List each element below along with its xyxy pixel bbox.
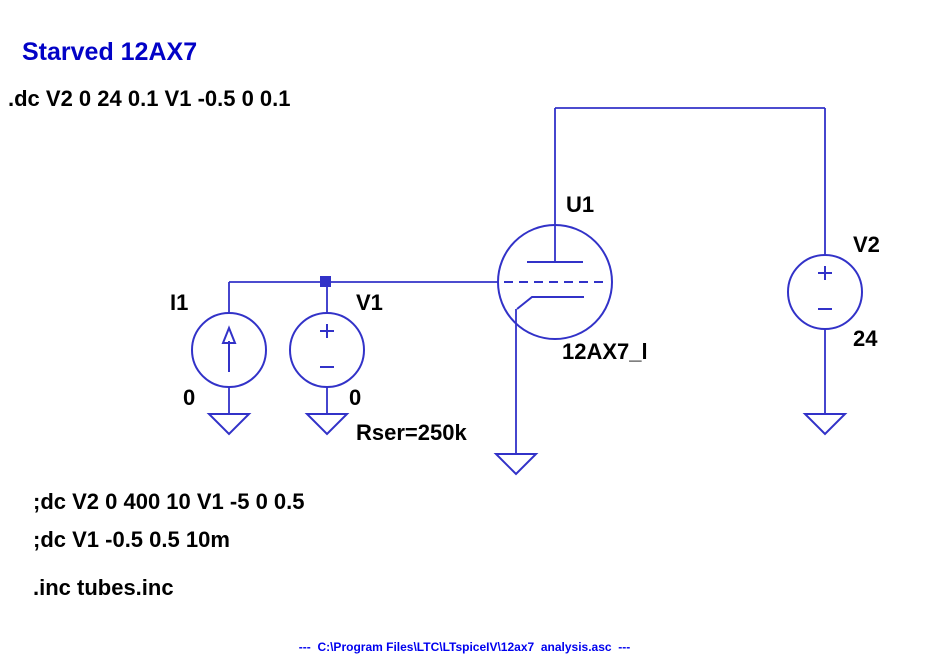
component-label-v1[interactable]: V1 [356,290,383,315]
component-model-u1[interactable]: 12AX7_l [562,339,648,364]
schematic-title[interactable]: Starved 12AX7 [22,38,198,66]
spice-comment-dc1[interactable]: ;dc V2 0 400 10 V1 -5 0 0.5 [33,489,305,514]
current-source-i1-symbol[interactable] [191,312,267,388]
spice-directive-dc[interactable]: .dc V2 0 24 0.1 V1 -0.5 0 0.1 [8,86,291,111]
voltage-source-v1-symbol[interactable] [289,312,365,388]
component-value-i1[interactable]: 0 [183,385,196,410]
component-rser-v1[interactable]: Rser=250k [356,420,467,445]
statusbar-file-path: --- C:\Program Files\LTC\LTspiceIV\12ax7… [298,640,631,654]
current-arrowhead-icon [221,325,237,344]
component-value-v1[interactable]: 0 [349,385,362,410]
ground-symbol[interactable] [206,413,252,436]
spice-directive-include[interactable]: .inc tubes.inc [33,575,174,600]
cathode-electrode [516,296,584,310]
component-value-v2[interactable]: 24 [853,326,878,351]
ground-symbol[interactable] [304,413,350,436]
voltage-source-v2-symbol[interactable] [787,254,863,330]
component-label-i1[interactable]: I1 [170,290,189,315]
ground-symbol[interactable] [802,413,848,436]
junction-node[interactable] [320,276,331,287]
triode-u1-symbol[interactable] [497,224,613,340]
ground-symbol[interactable] [493,453,539,476]
component-label-v2[interactable]: V2 [853,232,880,257]
wires[interactable] [228,107,826,454]
spice-comment-dc2[interactable]: ;dc V1 -0.5 0.5 10m [33,527,230,552]
component-label-u1[interactable]: U1 [566,192,595,217]
